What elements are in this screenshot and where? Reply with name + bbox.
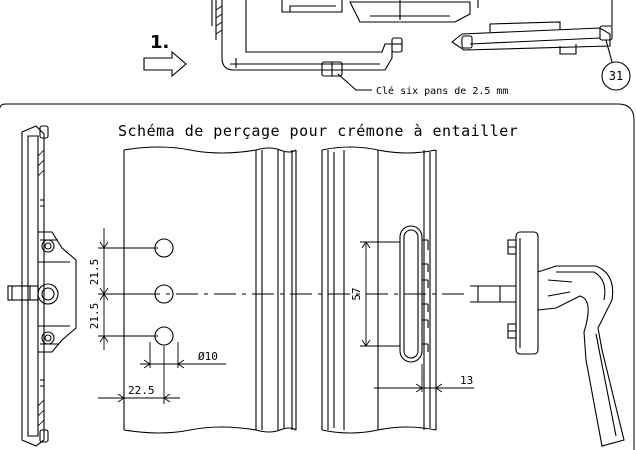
dim-hole-spacing-top: 21.5 [88,259,101,286]
diagram-title: Schéma de perçage pour crémone à entaill… [118,122,518,140]
window-handle [470,231,625,447]
dim-slot-height: 57 [350,287,363,300]
dim-hole-spacing-bottom: 21.5 [88,303,101,330]
section-divider [0,103,635,450]
callout-number: 31 [609,69,623,83]
drill-holes [154,238,174,346]
dim-slot-offset: 13 [460,374,473,387]
dim-hole-diameter: Ø10 [198,350,218,363]
cremone-side-view [7,125,77,447]
dim-edge-distance: 22.5 [128,384,155,397]
tool-note: Clé six pans de 2.5 mm [376,85,508,97]
dimension-lines [98,228,474,404]
assembly-step [143,0,631,91]
step-number: 1. [150,32,169,53]
